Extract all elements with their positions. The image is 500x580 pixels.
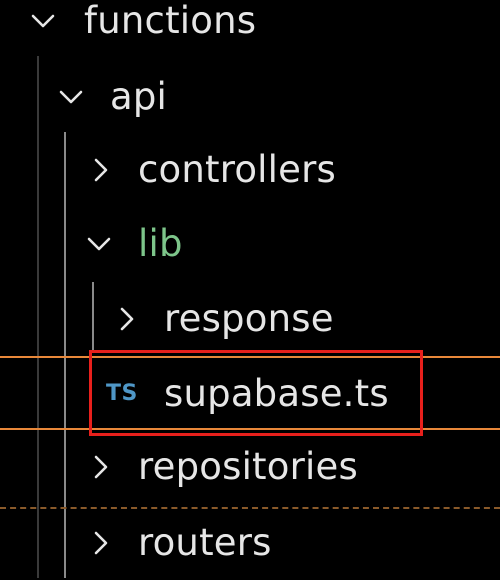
highlight-annotation-box bbox=[89, 350, 423, 436]
tree-item-supabase-ts[interactable]: TS supabase.ts bbox=[0, 357, 500, 431]
tree-item-label: api bbox=[110, 75, 168, 118]
selection-top-border bbox=[0, 356, 500, 358]
chevron-down-icon bbox=[28, 6, 58, 36]
drop-target-separator bbox=[0, 507, 500, 509]
chevron-right-icon bbox=[86, 452, 116, 482]
chevron-down-icon bbox=[56, 82, 86, 112]
tree-item-label: functions bbox=[84, 0, 257, 42]
tree-item-label: supabase.ts bbox=[164, 372, 389, 415]
tree-item-routers[interactable]: routers bbox=[0, 506, 500, 580]
chevron-right-icon bbox=[86, 155, 116, 185]
indent-guide-active bbox=[92, 282, 94, 350]
indent-guide-active bbox=[64, 132, 66, 578]
tree-item-lib[interactable]: lib bbox=[0, 207, 500, 281]
tree-item-label: controllers bbox=[138, 148, 336, 191]
tree-item-response[interactable]: response bbox=[0, 282, 500, 356]
selection-bottom-border bbox=[0, 428, 500, 430]
tree-item-functions[interactable]: functions bbox=[0, 0, 500, 58]
typescript-file-icon: TS bbox=[106, 381, 138, 406]
indent-guide bbox=[37, 56, 39, 578]
chevron-right-icon bbox=[112, 304, 142, 334]
tree-item-label: response bbox=[164, 297, 334, 340]
tree-item-label: routers bbox=[138, 521, 272, 564]
tree-item-label: lib bbox=[138, 222, 183, 265]
tree-item-repositories[interactable]: repositories bbox=[0, 430, 500, 504]
tree-item-api[interactable]: api bbox=[0, 60, 500, 134]
tree-item-controllers[interactable]: controllers bbox=[0, 133, 500, 207]
tree-item-label: repositories bbox=[138, 445, 358, 488]
chevron-right-icon bbox=[86, 528, 116, 558]
chevron-down-icon bbox=[84, 229, 114, 259]
